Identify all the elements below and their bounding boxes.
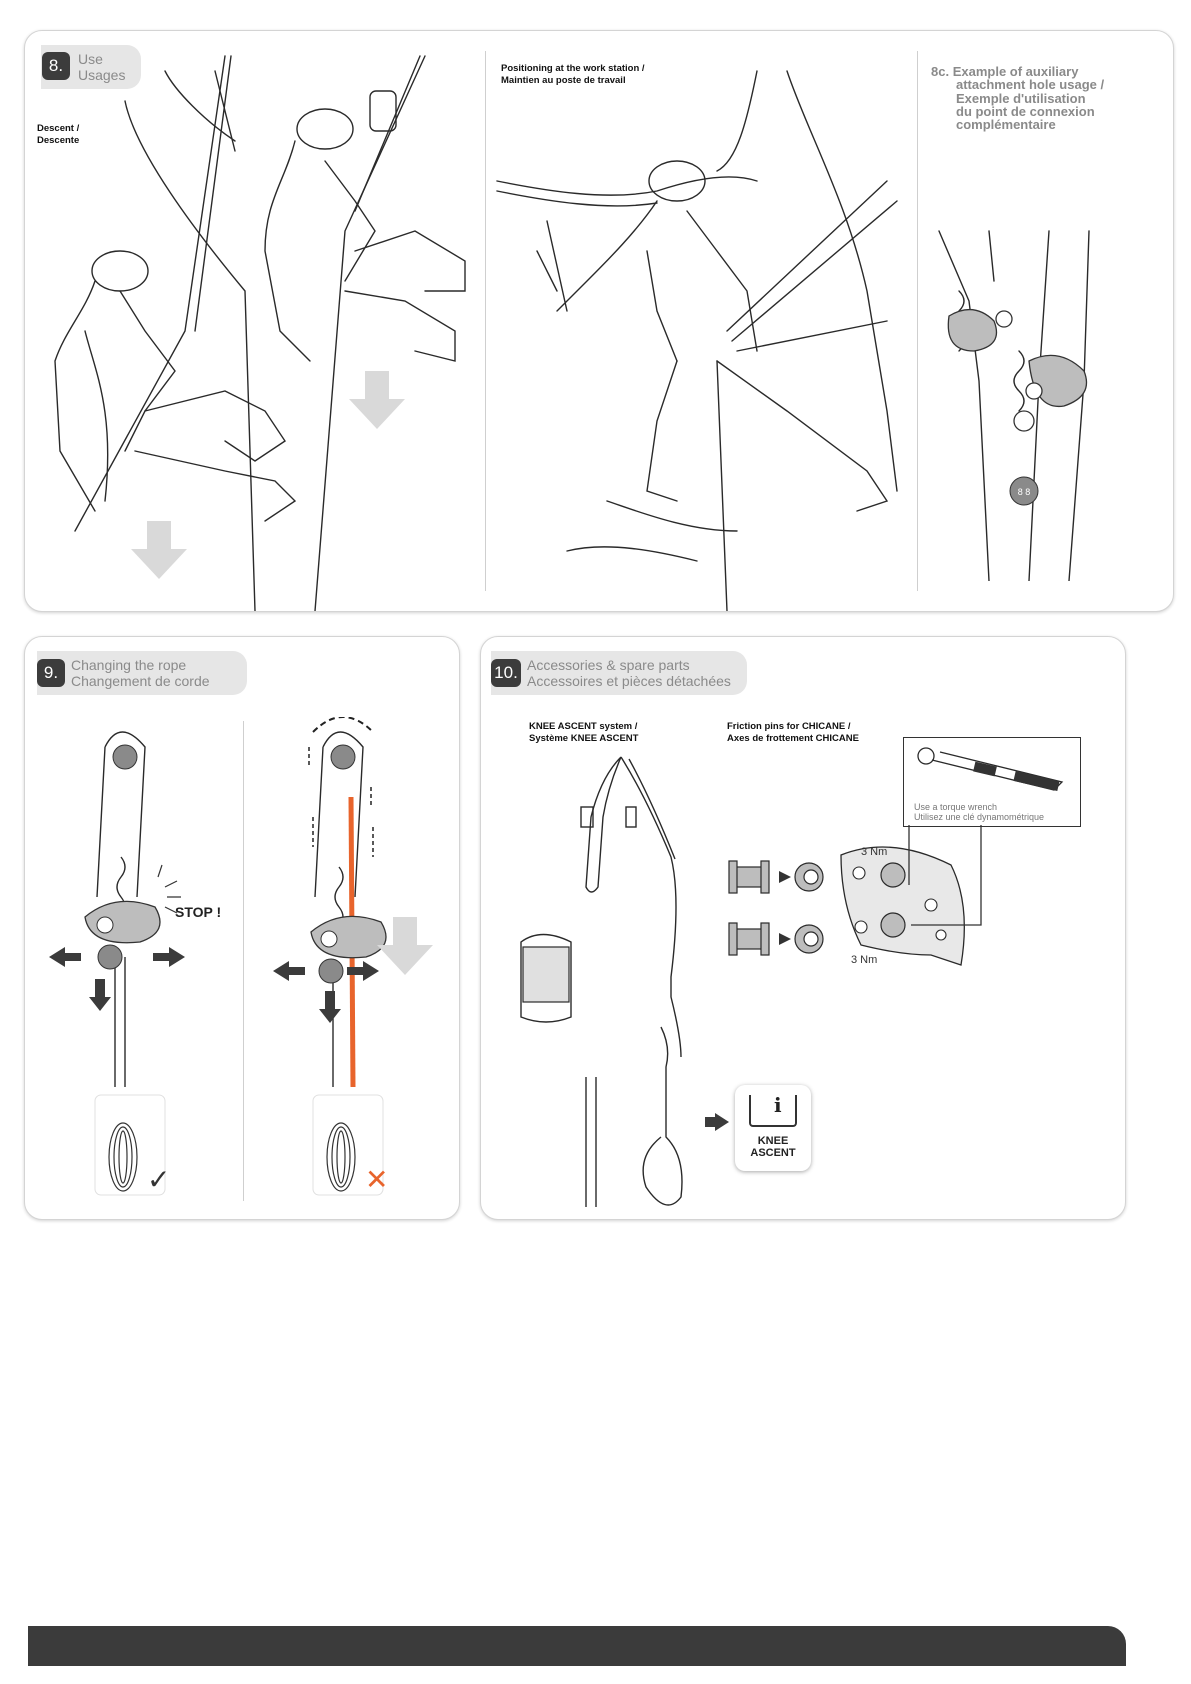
friction-pins-label-en: Friction pins for CHICANE / — [727, 721, 851, 732]
descent-illustration — [54, 55, 466, 611]
divider-9 — [243, 721, 244, 1201]
example-8c-fr-1: Exemple d'utilisation — [956, 91, 1086, 106]
descent-label: Descent / Descente — [37, 123, 79, 147]
work-positioning-illustration — [496, 70, 898, 611]
example-8c-en-2: attachment hole usage / — [956, 77, 1105, 92]
svg-text:8 8: 8 8 — [1018, 487, 1031, 497]
knee-ascent-label: KNEE ASCENT system / Système KNEE ASCENT — [529, 721, 638, 745]
step-10-title-fr: Accessoires et pièces détachées — [527, 673, 731, 689]
step-9-title: Changing the rope Changement de corde — [71, 657, 210, 689]
torque-value-top: 3 Nm — [861, 846, 887, 858]
knee-ascent-illustration — [520, 756, 683, 1207]
torque-wrench-icon — [917, 747, 1064, 792]
stop-text: STOP ! — [175, 904, 221, 920]
rope-change-incorrect-illustration: ✕ — [273, 717, 433, 1196]
example-8c-label: 8c. Example of auxiliary attachment hole… — [931, 65, 1104, 131]
positioning-label-fr: Maintien au poste de travail — [501, 75, 626, 86]
auxiliary-attachment-illustration: 8 8 — [938, 230, 1090, 581]
rope-change-correct-illustration: STOP ! ✓ — [49, 731, 221, 1196]
rope-coil-card-no — [312, 1094, 384, 1196]
book-info-icon: i — [749, 1093, 797, 1127]
step-10-title-en: Accessories & spare parts — [527, 657, 690, 673]
ok-check-mark: ✓ — [147, 1164, 170, 1195]
knee-ascent-info-badge[interactable]: i KNEE ASCENT — [735, 1085, 811, 1171]
step-9-title-fr: Changement de corde — [71, 673, 210, 689]
step-9-number: 9. — [37, 659, 65, 687]
torque-wrench-box: Use a torque wrench Utilisez une clé dyn… — [903, 737, 1081, 827]
descent-label-en: Descent / — [37, 123, 80, 134]
positioning-label-en: Positioning at the work station / — [501, 63, 645, 74]
no-cross-mark: ✕ — [365, 1164, 388, 1195]
step-9-title-tab — [37, 651, 247, 695]
friction-pins-label: Friction pins for CHICANE / Axes de frot… — [727, 721, 859, 745]
descent-label-fr: Descente — [37, 135, 80, 146]
step-8-title-fr: Usages — [78, 67, 126, 83]
panel-step-9-changing-rope: 9. Changing the rope Changement de corde… — [24, 636, 460, 1220]
torque-wrench-text-fr: Utilisez une clé dynamométrique — [914, 812, 1045, 822]
step-8-number: 8. — [42, 52, 70, 80]
example-8c-fr-2: du point de connexion — [956, 104, 1095, 119]
step-10-number: 10. — [491, 659, 521, 687]
rope-coil-card-ok — [94, 1094, 166, 1196]
info-arrow-icon — [705, 1113, 729, 1131]
panel-step-10-accessories: 10. Accessories & spare parts Accessoire… — [480, 636, 1126, 1220]
friction-pins-label-fr: Axes de frottement CHICANE — [727, 733, 859, 744]
torque-value-bottom: 3 Nm — [851, 954, 877, 966]
info-glyph: i — [774, 1093, 782, 1117]
knee-ascent-label-fr: Système KNEE ASCENT — [529, 733, 639, 744]
footer-bar — [28, 1626, 1126, 1666]
torque-wrench-text: Use a torque wrench Utilisez une clé dyn… — [914, 802, 1044, 822]
positioning-label: Positioning at the work station / Mainti… — [501, 63, 645, 87]
step-8-title: Use Usages — [78, 51, 125, 83]
divider-8b-8c — [917, 51, 918, 591]
step-9-title-en: Changing the rope — [71, 657, 187, 673]
knee-ascent-label-en: KNEE ASCENT system / — [529, 721, 638, 732]
knee-ascent-badge-text: KNEE ASCENT — [735, 1135, 811, 1159]
step-8-title-en: Use — [78, 51, 103, 67]
panel-step-8-use: 8. Use Usages Descent / Descente — [24, 30, 1174, 612]
torque-wrench-text-en: Use a torque wrench — [914, 802, 998, 812]
friction-pins-illustration: 3 Nm 3 Nm — [728, 825, 982, 966]
example-8c-number: 8c. — [931, 64, 950, 79]
step-10-title-tab — [491, 651, 747, 695]
divider-8a-8b — [485, 51, 486, 591]
step-10-title: Accessories & spare parts Accessoires et… — [527, 657, 731, 689]
example-8c-fr-3: complémentaire — [956, 117, 1056, 132]
knee-ascent-badge-line2: ASCENT — [750, 1147, 796, 1159]
knee-ascent-badge-line1: KNEE — [757, 1135, 789, 1147]
example-8c-en-1: Example of auxiliary — [952, 64, 1079, 79]
